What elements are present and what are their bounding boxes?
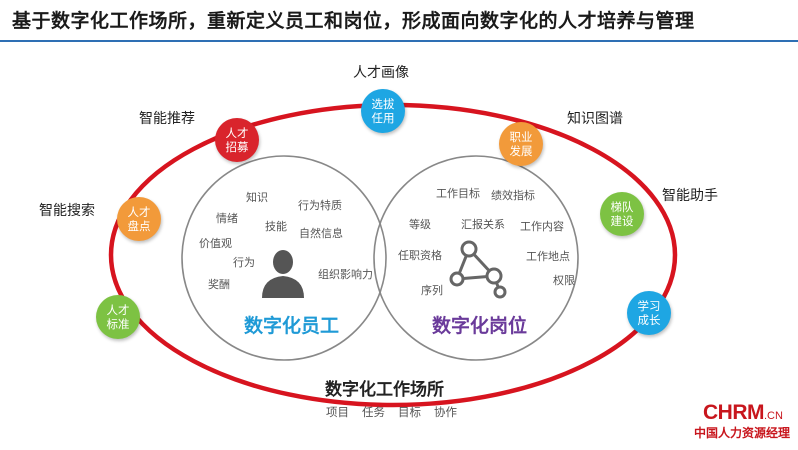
position-keyword: 权限 <box>553 274 575 287</box>
employee-title: 数字化员工 <box>244 315 340 337</box>
label-portrait: 人才画像 <box>353 65 409 81</box>
employee-circle <box>181 155 387 361</box>
person-silhouette-icon <box>262 250 304 298</box>
position-keyword: 工作目标 <box>436 187 480 200</box>
position-keyword: 序列 <box>421 284 443 297</box>
title-underline <box>0 40 798 42</box>
node-career[interactable]: 职业发展 <box>499 122 543 166</box>
position-title: 数字化岗位 <box>432 315 528 337</box>
chrm-logo-subtitle: 中国人力资源经理 <box>694 426 791 440</box>
position-keyword: 等级 <box>409 218 431 231</box>
employee-keyword: 行为 <box>233 256 255 269</box>
workplace-item: 协作 <box>434 405 457 419</box>
position-keyword: 工作地点 <box>526 250 570 263</box>
label-assistant: 智能助手 <box>662 188 718 204</box>
page-title: 基于数字化工作场所，重新定义员工和岗位，形成面向数字化的人才培养与管理 <box>12 10 695 32</box>
network-graph-icon <box>449 240 507 299</box>
label-recommend: 智能推荐 <box>139 111 195 127</box>
position-keyword: 汇报关系 <box>461 218 505 231</box>
node-standard[interactable]: 人才标准 <box>96 295 140 339</box>
node-learning[interactable]: 学习成长 <box>627 291 671 335</box>
workplace-item: 目标 <box>398 405 421 419</box>
chrm-logo: CHRM.CN <box>703 401 783 424</box>
ring-gap-cover <box>0 427 798 450</box>
employee-keyword: 知识 <box>246 191 268 204</box>
employee-keyword: 组织影响力 <box>318 268 373 281</box>
workplace-item: 任务 <box>362 405 385 419</box>
label-search: 智能搜索 <box>39 203 95 219</box>
employee-keyword: 行为特质 <box>298 199 342 212</box>
node-recruit[interactable]: 人才招募 <box>215 118 259 162</box>
node-team[interactable]: 梯队建设 <box>600 192 644 236</box>
employee-keyword: 情绪 <box>216 212 238 225</box>
position-keyword: 工作内容 <box>520 220 564 233</box>
node-inventory[interactable]: 人才盘点 <box>117 197 161 241</box>
label-knowledge-map: 知识图谱 <box>567 111 623 127</box>
position-keyword: 绩效指标 <box>491 189 535 202</box>
employee-keyword: 价值观 <box>199 237 232 250</box>
outer-ring <box>108 102 678 408</box>
workplace-title: 数字化工作场所 <box>325 380 444 400</box>
node-select[interactable]: 选拔任用 <box>361 89 405 133</box>
workplace-item: 项目 <box>326 405 349 419</box>
employee-keyword: 技能 <box>265 220 287 233</box>
position-keyword: 任职资格 <box>398 249 442 262</box>
employee-keyword: 自然信息 <box>299 227 343 240</box>
position-circle <box>373 155 579 361</box>
workplace-items: 项目任务目标协作 <box>326 404 470 420</box>
employee-keyword: 奖酬 <box>208 278 230 291</box>
